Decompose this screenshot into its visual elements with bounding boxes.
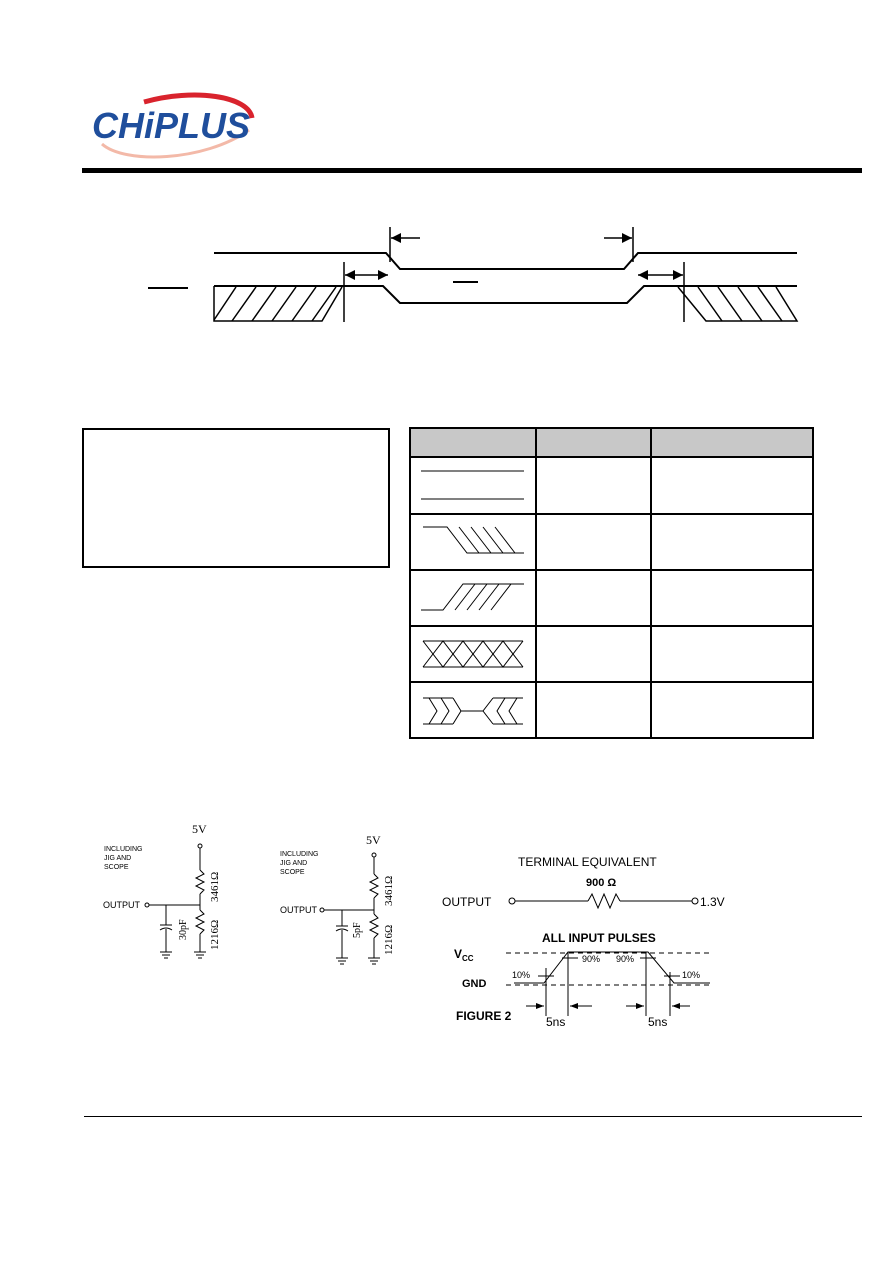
rise-time-label: 5ns xyxy=(546,1015,565,1029)
supply-label: 5V xyxy=(192,822,207,836)
legend-high-to-low-symbol xyxy=(423,526,524,554)
vcc-label: VCC xyxy=(454,947,474,963)
capacitor-label: 30pF xyxy=(178,919,189,940)
legend-high-impedance-symbol xyxy=(423,697,523,725)
pulses-title: ALL INPUT PULSES xyxy=(542,931,656,945)
logo-text: CHiPLUS xyxy=(92,105,250,146)
output-label: OUTPUT xyxy=(442,895,492,909)
fall-time-label: 5ns xyxy=(648,1015,667,1029)
pct-label: 10% xyxy=(512,970,530,980)
legend-header-row xyxy=(410,428,813,457)
legend-steady-symbol xyxy=(421,470,524,500)
terminal-title: TERMINAL EQUIVALENT xyxy=(518,855,657,869)
legend-dont-care-symbol xyxy=(422,640,524,668)
timing-diagram xyxy=(0,200,892,340)
resistor-bottom-label: 1216Ω xyxy=(209,920,221,950)
header-divider xyxy=(82,168,862,173)
caption-line: SCOPE xyxy=(280,869,305,876)
caption-line: JIG AND xyxy=(280,860,307,867)
supply-label: 5V xyxy=(366,833,381,847)
note-box xyxy=(82,428,390,568)
footer-divider xyxy=(84,1116,862,1117)
resistor-top-label: 3461Ω xyxy=(209,872,221,902)
capacitor-label: 5pF xyxy=(352,922,363,938)
figure-2-terminal-equivalent: TERMINAL EQUIVALENT 900 Ω OUTPUT 1.3V AL… xyxy=(436,848,756,1038)
caption-line: JIG AND xyxy=(104,855,131,862)
pct-label: 90% xyxy=(616,954,634,964)
gnd-label: GND xyxy=(462,978,487,990)
load-circuit-b: 5V INCLUDING JIG AND SCOPE OUTPUT 346 xyxy=(278,830,428,980)
caption-line: INCLUDING xyxy=(280,851,319,858)
resistor-label: 900 Ω xyxy=(586,877,616,889)
output-label: OUTPUT xyxy=(103,900,141,910)
company-logo: CHiPLUS xyxy=(84,92,264,162)
voltage-label: 1.3V xyxy=(700,895,725,909)
pct-label: 10% xyxy=(682,970,700,980)
pct-label: 90% xyxy=(582,954,600,964)
caption-line: SCOPE xyxy=(104,864,129,871)
load-circuit-a: 5V INCLUDING JIG AND SCOPE OUTPUT 346 xyxy=(100,820,250,970)
waveform-legend-table xyxy=(409,427,814,739)
figure-label: FIGURE 2 xyxy=(456,1009,512,1023)
resistor-bottom-label: 1216Ω xyxy=(383,925,395,955)
caption-line: INCLUDING xyxy=(104,846,143,853)
legend-low-to-high-symbol xyxy=(421,583,524,611)
resistor-top-label: 3461Ω xyxy=(383,876,395,906)
output-label: OUTPUT xyxy=(280,905,318,915)
